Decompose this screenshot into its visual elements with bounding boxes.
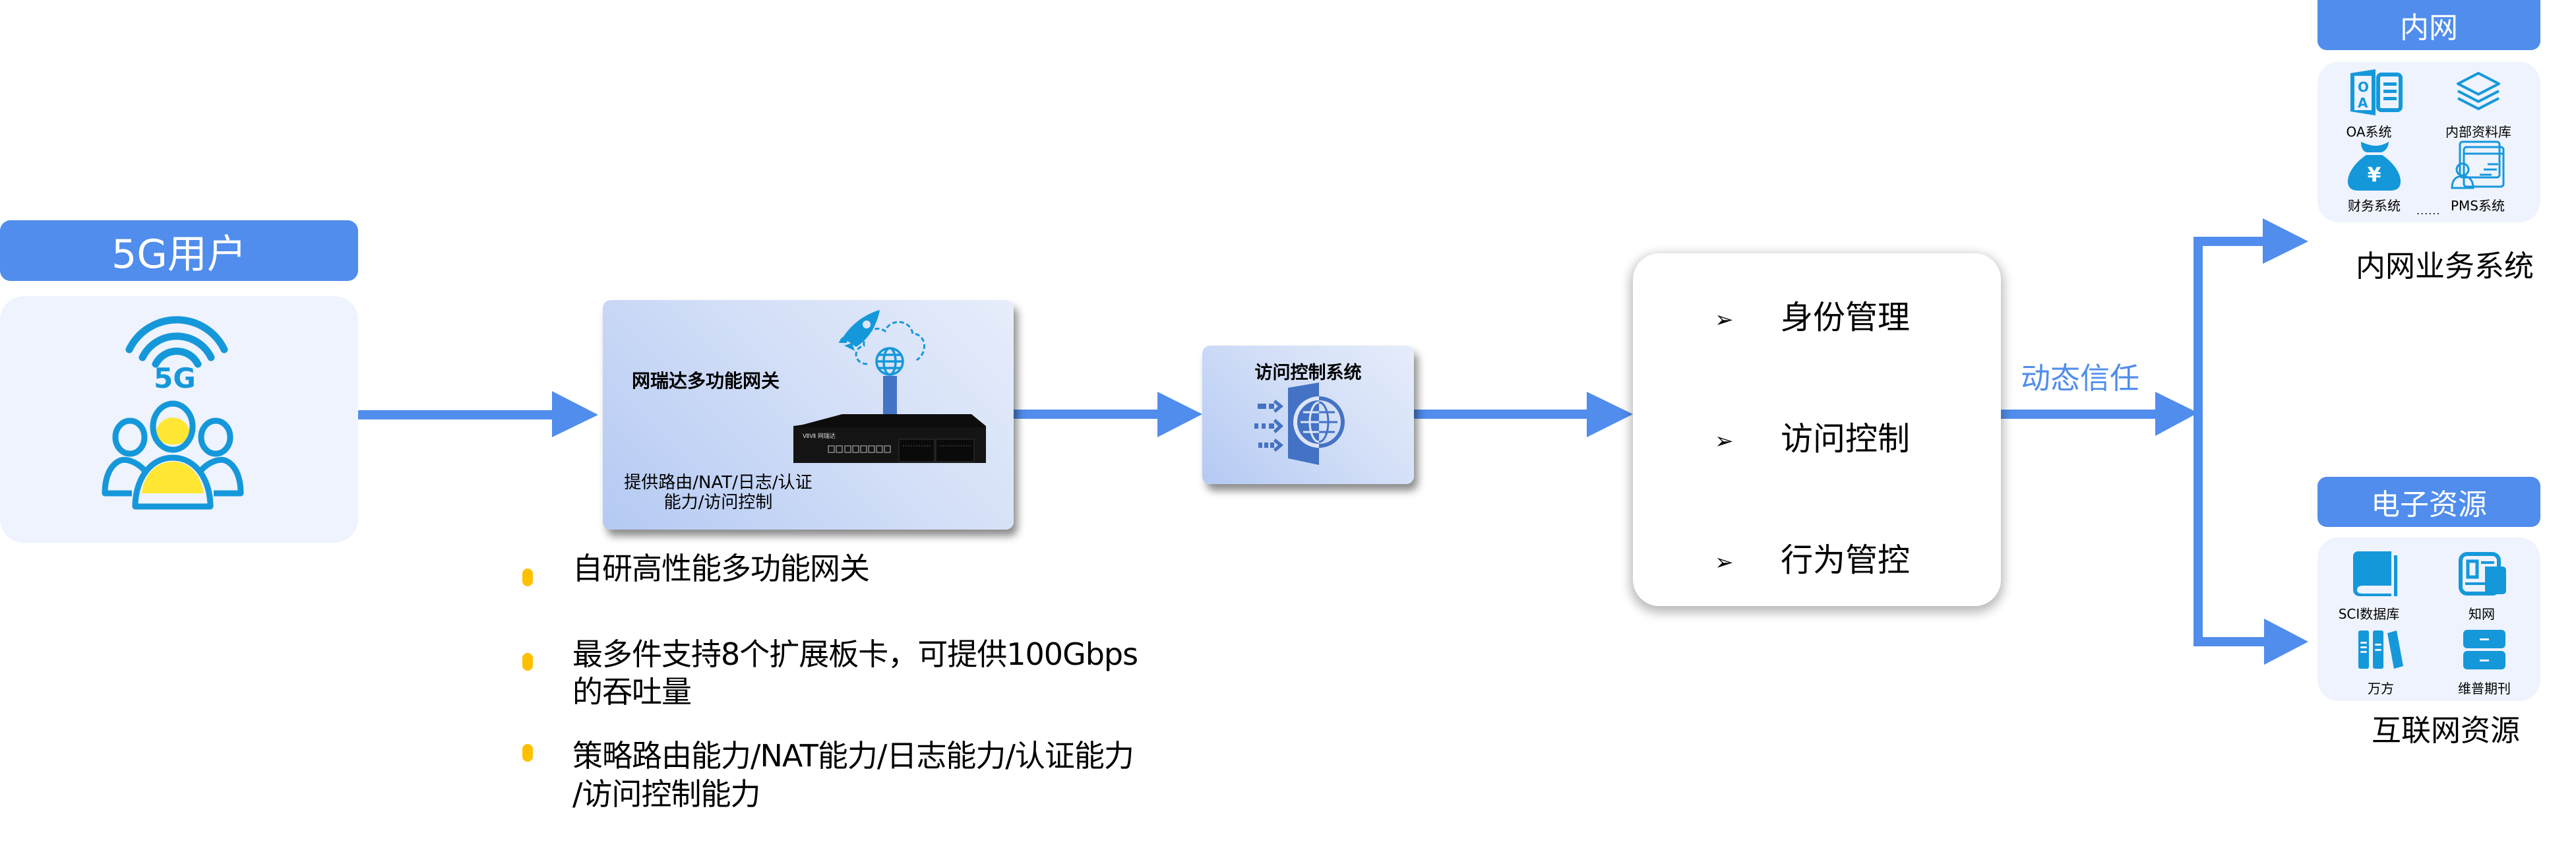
globe-icon: [875, 347, 904, 376]
rocket-icon: [839, 310, 880, 351]
users-header: 5G用户: [0, 220, 358, 281]
layers-icon: [2457, 72, 2500, 110]
arrow-dynamic-trust: [2001, 410, 2159, 419]
gateway-desc-line2: 能力/访问控制: [663, 493, 773, 512]
branch-to-intranet: [2193, 237, 2265, 246]
intranet-caption: 内网业务系统: [2356, 249, 2534, 284]
gateway-title: 网瑞达多功能网关: [632, 370, 780, 392]
svg-text:A: A: [2358, 95, 2368, 111]
intranet-item-label: PMS系统: [2450, 198, 2505, 214]
eresources-caption: 互联网资源: [2372, 713, 2521, 748]
cloud-rocket-illustration: [839, 310, 925, 376]
eresource-item-label: 万方: [2368, 681, 2394, 696]
zero-trust-item-label: 身份管理: [1781, 299, 1911, 336]
access-control-title: 访问控制系统: [1254, 363, 1362, 383]
users-header-label: 5G用户: [111, 231, 247, 278]
cabinet-icon: [2463, 630, 2505, 669]
intranet-item-label: 内部资料库: [2445, 124, 2511, 140]
feature-item-3-line2: /访问控制能力: [572, 776, 760, 812]
antenna-pole: [883, 376, 897, 415]
intranet-item-label: 财务系统: [2348, 198, 2401, 214]
feature-bullet-icon: [522, 568, 533, 586]
intranet-header-label: 内网: [2400, 11, 2458, 45]
book-icon: [2353, 551, 2397, 596]
user-group-icon: [102, 400, 244, 510]
feature-item-2-line1: 最多件支持8个扩展板卡，可提供100Gbps: [572, 636, 1138, 672]
pointer-arrow-icon: ➢: [1715, 306, 1734, 333]
intranet-more-dots: ......: [2416, 204, 2441, 217]
bookshelf-icon: [2358, 630, 2403, 669]
arrowhead-to-intranet: [2263, 218, 2308, 264]
zero-trust-item-3: ➢ 行为管控: [1715, 534, 1910, 581]
intranet-header: 内网: [2317, 0, 2540, 50]
branch-to-eresources: [2193, 637, 2266, 646]
arrow-users-to-gateway: [358, 410, 553, 419]
arrowhead-to-eresources: [2264, 619, 2308, 665]
pms-user-window-icon: [2451, 140, 2505, 189]
feature-item-2-line2: 的吞吐量: [572, 674, 692, 710]
zero-trust-item-1: ➢ 身份管理: [1715, 292, 1910, 338]
svg-text:O: O: [2358, 79, 2369, 95]
firewall-globe-icon: [1254, 383, 1345, 465]
pointer-arrow-icon: ➢: [1715, 427, 1734, 454]
branch-vertical-line: [2193, 237, 2203, 646]
cloud-icon: [855, 321, 925, 365]
eresources-header: 电子资源: [2317, 477, 2540, 527]
eresources-header-label: 电子资源: [2371, 488, 2487, 522]
arrow-gateway-to-acl: [1014, 410, 1159, 419]
zero-trust-card: [1633, 253, 2001, 606]
dynamic-trust-label: 动态信任: [2021, 361, 2140, 396]
pointer-arrow-icon: ➢: [1715, 549, 1734, 576]
feature-item-1: 自研高性能多功能网关: [572, 551, 870, 586]
eresource-item-label: SCI数据库: [2338, 606, 2400, 622]
arrow-acl-to-zerotrust: [1414, 410, 1588, 419]
zero-trust-item-2: ➢ 访问控制: [1715, 413, 1910, 460]
arrowhead-acl-to-zerotrust: [1587, 392, 1633, 437]
gateway-desc-line1: 提供路由/NAT/日志/认证: [624, 473, 813, 493]
wifi-signal-icon: [125, 316, 228, 368]
feature-bullet-icon: [522, 653, 533, 671]
zero-trust-item-label: 访问控制: [1781, 420, 1911, 458]
feature-item-3-line1: 策略路由能力/NAT能力/日志能力/认证能力: [572, 738, 1134, 774]
eresource-item-label: 知网: [2469, 606, 2495, 622]
arrowhead-gateway-to-acl: [1157, 392, 1202, 437]
5g-badge-text: 5G: [154, 362, 196, 394]
device-brand-label: ⅦⅦ 网瑞达: [803, 432, 836, 440]
zero-trust-item-label: 行为管控: [1781, 541, 1911, 579]
arrowhead-dynamic-trust: [2155, 392, 2198, 436]
oa-document-icon: O A: [2350, 69, 2403, 115]
arrowhead-users-to-gateway: [552, 391, 598, 437]
money-bag-icon: ¥: [2348, 142, 2401, 191]
svg-text:¥: ¥: [2368, 164, 2381, 187]
intranet-item-label: OA系统: [2346, 124, 2392, 140]
eresource-item-label: 维普期刊: [2458, 681, 2511, 696]
feature-bullet-icon: [522, 744, 533, 762]
cnki-document-icon: [2459, 552, 2506, 596]
gateway-device-icon: ⅦⅦ 网瑞达: [793, 414, 986, 463]
